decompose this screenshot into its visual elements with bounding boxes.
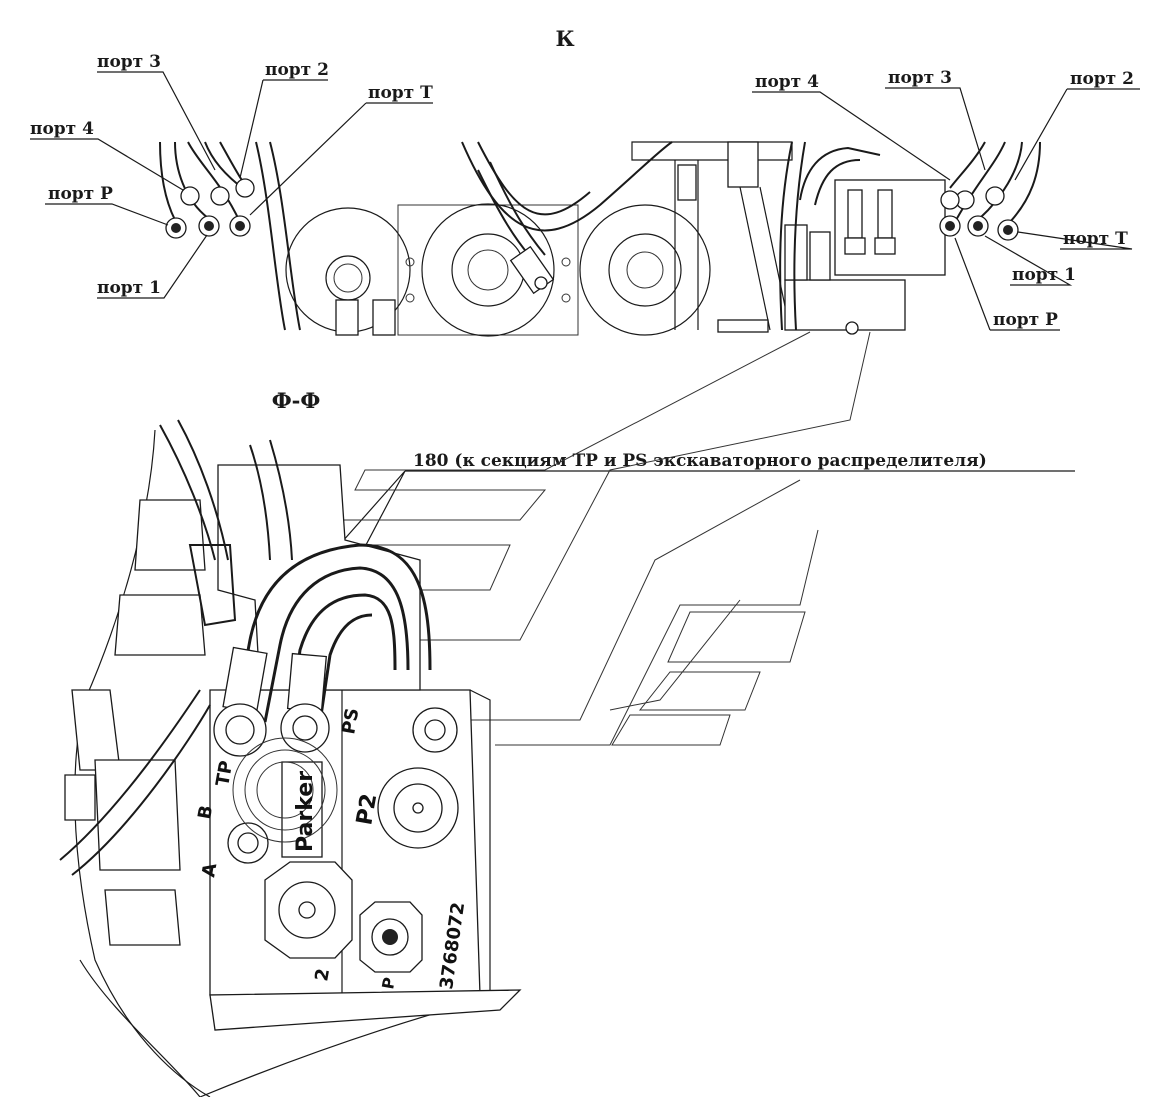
right-label-portT: порт Т (1063, 229, 1128, 249)
right-label-port4: порт 4 (755, 72, 819, 92)
left-label-port3: порт 3 (97, 52, 161, 72)
center-pulley (421, 203, 555, 337)
stamp-brand: Parker (293, 771, 318, 852)
right-label-port1: порт 1 (1012, 265, 1076, 285)
section-ff-callout: 180 (к секциям ТР и PS экскаваторного ра… (413, 451, 987, 471)
left-label-port1: порт 1 (97, 278, 161, 298)
left-label-port2: порт 2 (265, 60, 329, 80)
right-label-portP: порт Р (993, 310, 1058, 330)
stamp-p: P (378, 976, 399, 991)
left-label-port4: порт 4 (30, 119, 94, 139)
stamp-two: 2 (311, 967, 334, 983)
stamp-ps: PS (338, 706, 363, 735)
stamp-b: B (194, 804, 217, 821)
left-label-portP: порт Р (48, 184, 113, 204)
section-ff-assembly (59, 419, 522, 1097)
section-ff-title: Ф-Ф (272, 388, 321, 413)
view-k-title: К (555, 26, 574, 51)
stamp-a: A (198, 861, 221, 878)
stamp-tp: TP (212, 759, 237, 788)
projection-lines (329, 331, 871, 746)
view-k-assembly (159, 141, 1041, 337)
stamp-p2: P2 (352, 792, 382, 827)
view-k-right-labels: порт 4 порт 3 порт 2 порт Т порт 1 порт … (752, 68, 1140, 331)
view-k-left-labels: порт 3 порт 2 порт Т порт 4 порт Р порт … (30, 52, 433, 299)
right-pulley (579, 204, 711, 336)
left-label-portT: порт Т (368, 83, 433, 103)
right-label-port3: порт 3 (888, 68, 952, 88)
right-label-port2: порт 2 (1070, 69, 1134, 89)
